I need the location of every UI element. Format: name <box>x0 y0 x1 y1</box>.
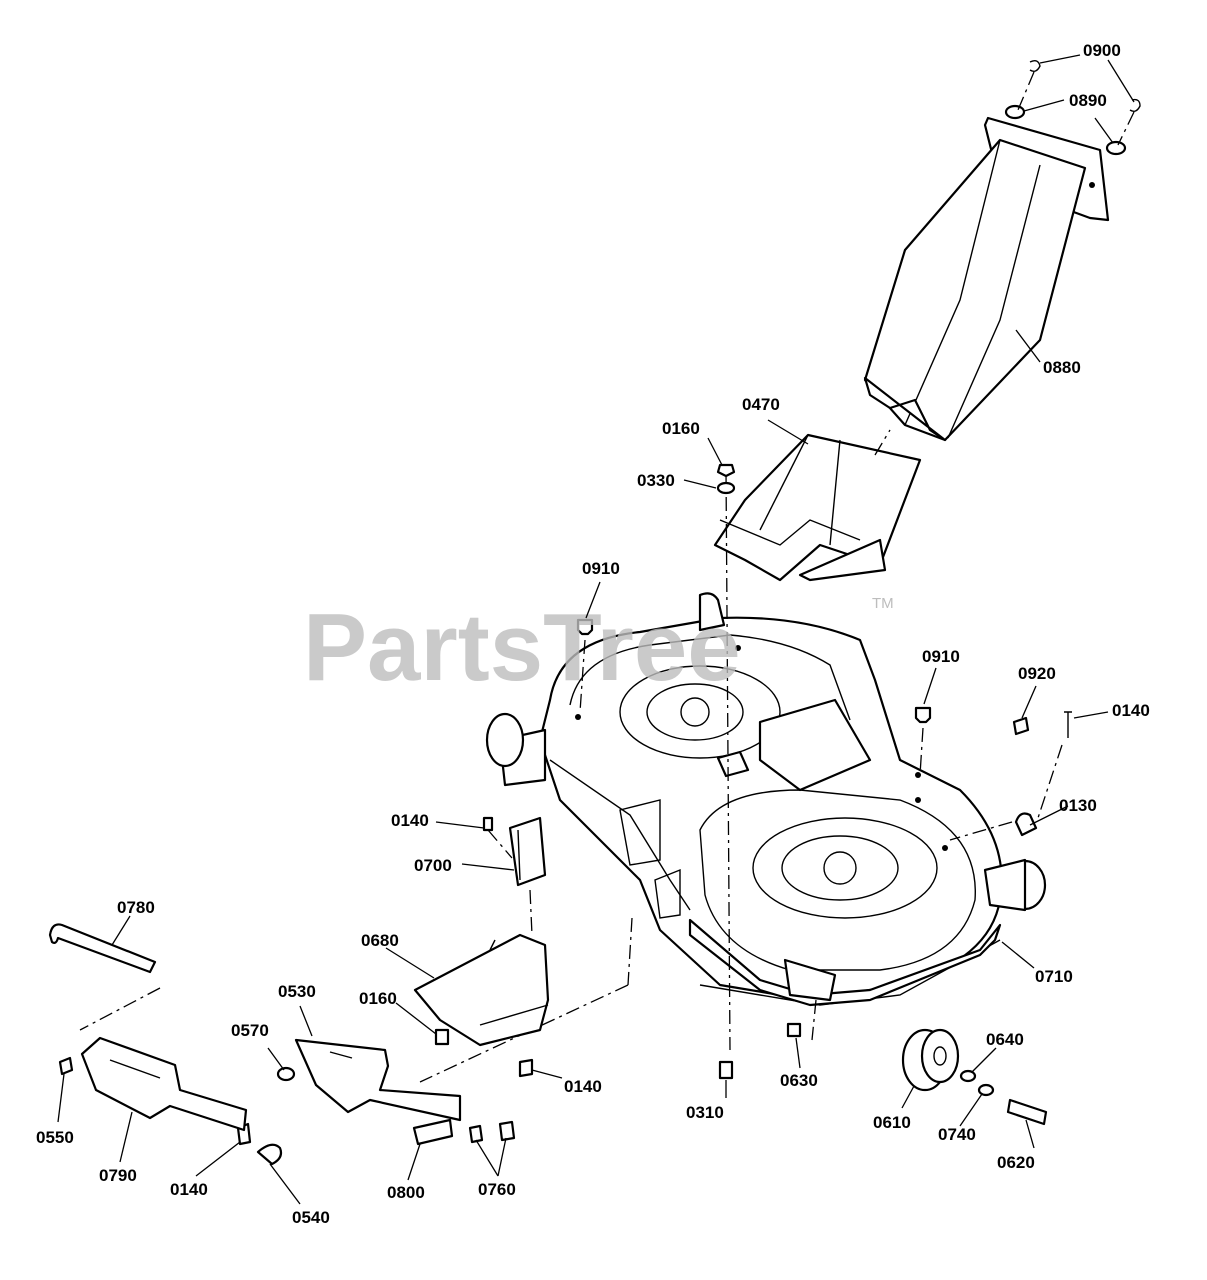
callout-0550: 0550 <box>36 1128 74 1147</box>
callout-0700: 0700 <box>414 856 452 875</box>
callout-0710: 0710 <box>1035 967 1073 986</box>
callout-0780: 0780 <box>117 898 155 917</box>
chute-hardware <box>1004 59 1141 156</box>
callout-0160: 0160 <box>359 989 397 1008</box>
callout-0800: 0800 <box>387 1183 425 1202</box>
callout-0640: 0640 <box>986 1030 1024 1049</box>
rod-0780 <box>48 923 157 974</box>
deck-plugs <box>576 618 1072 841</box>
callout-0880: 0880 <box>1043 358 1081 377</box>
callout-0920: 0920 <box>1018 664 1056 683</box>
callout-0570: 0570 <box>231 1021 269 1040</box>
callout-0310: 0310 <box>686 1103 724 1122</box>
mower-deck <box>485 592 1047 1007</box>
callout-0140: 0140 <box>170 1180 208 1199</box>
callout-0140: 0140 <box>1112 701 1150 720</box>
callout-0530: 0530 <box>278 982 316 1001</box>
callout-0630: 0630 <box>780 1071 818 1090</box>
bracket-0530 <box>294 1038 462 1122</box>
bracket-0700 <box>508 816 547 887</box>
callout-0470: 0470 <box>742 395 780 414</box>
callout-0740: 0740 <box>938 1125 976 1144</box>
discharge-chute <box>863 116 1110 442</box>
callout-0900: 0900 <box>1083 41 1121 60</box>
callout-0160: 0160 <box>662 419 700 438</box>
hardware-small-parts <box>58 463 802 1166</box>
callout-0130: 0130 <box>1059 796 1097 815</box>
chute-base <box>713 433 922 582</box>
callout-0620: 0620 <box>997 1153 1035 1172</box>
callout-0140: 0140 <box>564 1077 602 1096</box>
callout-0610: 0610 <box>873 1113 911 1132</box>
callout-0140: 0140 <box>391 811 429 830</box>
bracket-0680 <box>413 933 550 1047</box>
callout-0330: 0330 <box>637 471 675 490</box>
leader-lines <box>57 54 1135 1205</box>
wheel-0610 <box>901 1028 1048 1126</box>
callout-0680: 0680 <box>361 931 399 950</box>
callout-0790: 0790 <box>99 1166 137 1185</box>
watermark-trademark: TM <box>872 595 894 612</box>
callout-0910: 0910 <box>582 559 620 578</box>
callout-0760: 0760 <box>478 1180 516 1199</box>
callout-0540: 0540 <box>292 1208 330 1227</box>
callout-labels: 0900 0890 0880 0470 0160 0330 0910 0910 … <box>36 41 1150 1227</box>
bracket-0790 <box>80 1036 248 1132</box>
callout-0910: 0910 <box>922 647 960 666</box>
callout-0890: 0890 <box>1069 91 1107 110</box>
watermark: PartsTree <box>303 594 741 701</box>
